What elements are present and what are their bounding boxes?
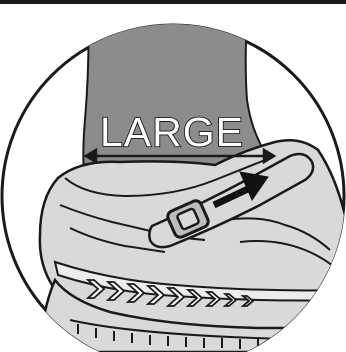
size-label: LARGE [100, 109, 244, 155]
